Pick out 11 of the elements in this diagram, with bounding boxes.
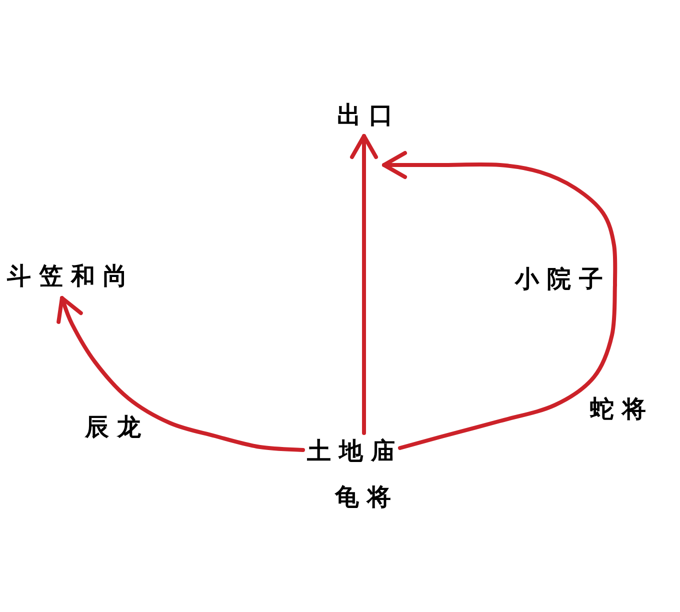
place-label: 土地庙 bbox=[307, 438, 403, 464]
place-label: 出口 bbox=[337, 102, 401, 128]
arrow bbox=[382, 151, 618, 287]
arrow bbox=[350, 134, 378, 435]
edge-label: 辰龙 bbox=[85, 414, 149, 440]
place-label: 小院子 bbox=[515, 266, 611, 292]
node-label: 龟将 bbox=[335, 484, 399, 510]
place-label: 斗笠和尚 bbox=[7, 263, 135, 289]
edge-label: 蛇将 bbox=[590, 396, 654, 422]
curved-line bbox=[398, 283, 617, 450]
arrow bbox=[56, 296, 305, 452]
